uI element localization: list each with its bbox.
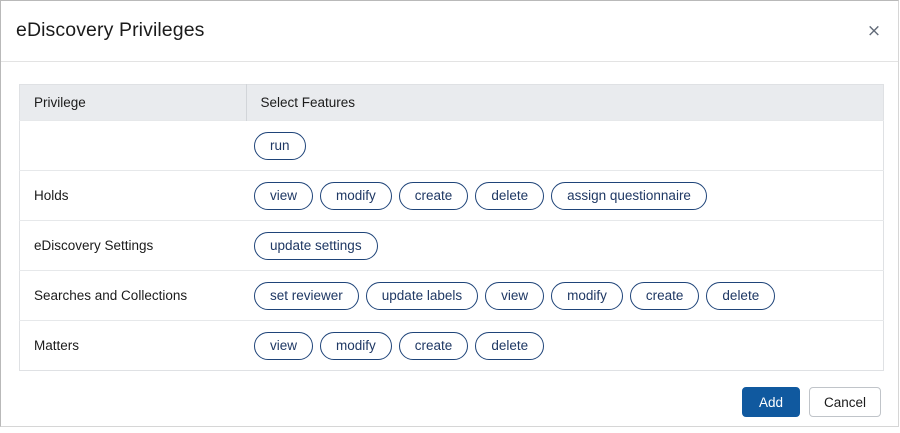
table-header-row: Privilege Select Features [19, 84, 884, 121]
dialog-footer: Add Cancel [1, 371, 898, 433]
chip-group: update settings [254, 227, 883, 265]
features-cell: run [246, 120, 884, 171]
page-title: eDiscovery Privileges [16, 19, 205, 42]
table-row: eDiscovery Settings update settings [19, 220, 884, 271]
table-header: Privilege Select Features [19, 84, 884, 121]
feature-chip[interactable]: modify [551, 281, 623, 310]
feature-chip[interactable]: update settings [254, 231, 378, 260]
feature-chip[interactable]: delete [475, 181, 545, 210]
feature-chip[interactable]: modify [320, 181, 392, 210]
privilege-label: Searches and Collections [19, 270, 246, 321]
privilege-label: Matters [19, 320, 246, 371]
table-row: Matters view modify create delete [19, 320, 884, 371]
chip-group: run [254, 127, 883, 165]
features-cell: update settings [246, 220, 884, 271]
features-cell: set reviewer update labels view modify c… [246, 270, 884, 321]
privilege-label: eDiscovery Settings [19, 220, 246, 271]
column-header-select-features: Select Features [260, 95, 356, 110]
feature-chip[interactable]: assign questionnaire [551, 181, 707, 210]
dialog-header: eDiscovery Privileges × [1, 1, 898, 62]
feature-chip[interactable]: view [254, 181, 314, 210]
features-cell: view modify create delete [246, 320, 884, 371]
table-row: Searches and Collections set reviewer up… [19, 270, 884, 321]
feature-chip[interactable]: run [254, 131, 306, 160]
cancel-button[interactable]: Cancel [808, 387, 881, 417]
feature-chip[interactable]: create [629, 281, 700, 310]
chip-group: set reviewer update labels view modify c… [254, 277, 883, 315]
table-body: run Holds view modify create delete assi… [19, 120, 884, 371]
feature-chip[interactable]: view [485, 281, 545, 310]
feature-chip[interactable]: create [398, 331, 469, 360]
table-row: run [19, 120, 884, 171]
features-cell: view modify create delete assign questio… [246, 170, 884, 221]
feature-chip[interactable]: delete [706, 281, 776, 310]
feature-chip[interactable]: delete [475, 331, 545, 360]
chip-group: view modify create delete [254, 327, 883, 365]
feature-chip[interactable]: set reviewer [254, 281, 359, 310]
privilege-label [19, 120, 246, 171]
add-button[interactable]: Add [741, 387, 800, 417]
close-button[interactable]: × [858, 15, 890, 47]
dialog-body: Privilege Select Features run Holds [1, 62, 898, 371]
feature-chip[interactable]: modify [320, 331, 392, 360]
column-header-privilege: Privilege [19, 84, 247, 121]
table-row: Holds view modify create delete assign q… [19, 170, 884, 221]
close-icon: × [866, 20, 882, 41]
privileges-table: Privilege Select Features run Holds [19, 84, 884, 371]
feature-chip[interactable]: create [398, 181, 469, 210]
chip-group: view modify create delete assign questio… [254, 177, 883, 215]
feature-chip[interactable]: update labels [365, 281, 479, 310]
feature-chip[interactable]: view [254, 331, 314, 360]
privilege-label: Holds [19, 170, 246, 221]
